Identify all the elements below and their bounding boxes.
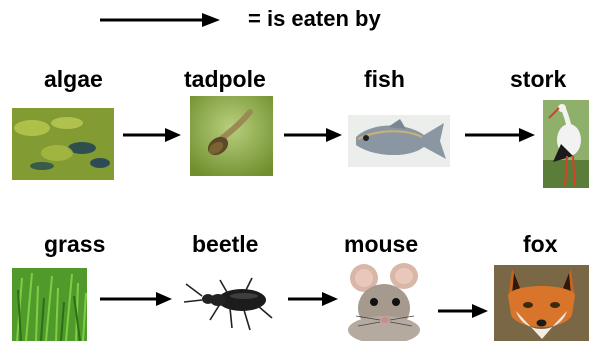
- eaten-by-arrow-icon: [286, 291, 340, 307]
- grass-photo: [12, 268, 87, 341]
- organism-label-tadpole: tadpole: [184, 66, 266, 93]
- eaten-by-arrow-icon: [436, 303, 490, 319]
- organism-label-grass: grass: [44, 231, 105, 258]
- organism-label-stork: stork: [510, 66, 566, 93]
- organism-label-mouse: mouse: [344, 231, 418, 258]
- tadpole-photo: [190, 96, 273, 176]
- eaten-by-arrow-icon: [282, 127, 344, 143]
- legend-arrow-icon: [98, 11, 222, 29]
- fox-photo: [494, 265, 589, 341]
- organism-label-fish: fish: [364, 66, 405, 93]
- eaten-by-arrow-icon: [121, 127, 183, 143]
- eaten-by-arrow-icon: [98, 291, 174, 307]
- algae-photo: [12, 108, 114, 180]
- organism-label-fox: fox: [523, 231, 558, 258]
- fish-photo: [348, 115, 450, 167]
- stork-photo: [543, 100, 589, 188]
- legend-text: = is eaten by: [248, 6, 381, 32]
- organism-label-algae: algae: [44, 66, 103, 93]
- beetle-photo: [180, 272, 276, 332]
- eaten-by-arrow-icon: [463, 127, 537, 143]
- mouse-photo: [344, 262, 430, 341]
- organism-label-beetle: beetle: [192, 231, 258, 258]
